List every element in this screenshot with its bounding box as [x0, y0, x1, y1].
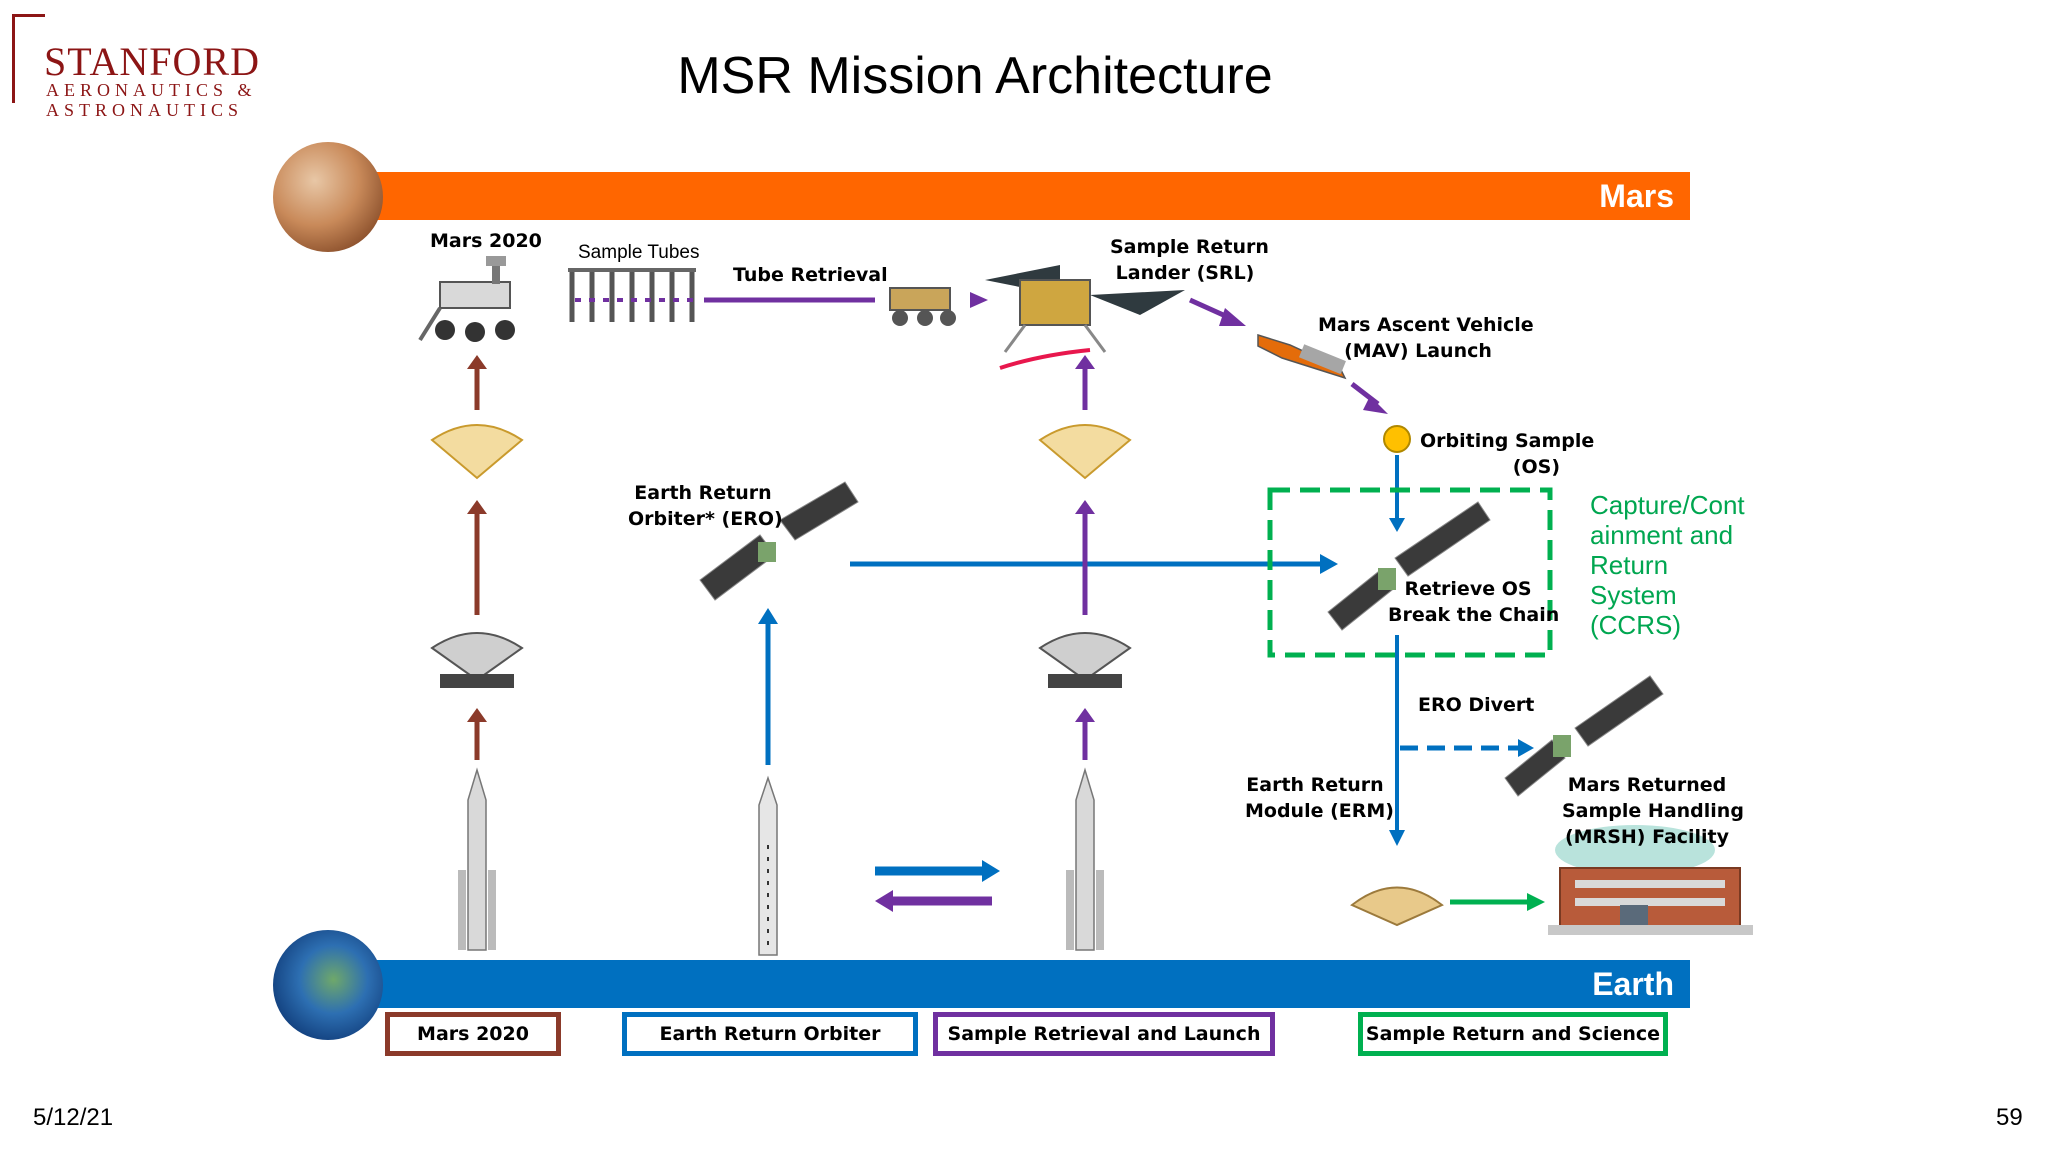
legend-earth-return-orbiter: Earth Return Orbiter — [622, 1012, 918, 1056]
label-ero: Earth Return Orbiter* (ERO) — [628, 480, 783, 532]
ero-rocket-icon — [758, 775, 778, 956]
mars-band: Mars — [360, 172, 1690, 220]
label-srl: Sample Return Lander (SRL) — [1110, 234, 1269, 286]
ero-satellite-icon — [699, 481, 859, 601]
mars2020-entry-capsule-icon — [430, 424, 524, 480]
logo-stanford: STANFORD — [44, 39, 260, 84]
label-ccrs-line4: System — [1590, 580, 1677, 610]
mars2020-cruise-stage-icon — [430, 632, 524, 688]
exchange-arrows — [875, 860, 1000, 912]
label-os-line2: (OS) — [1512, 456, 1560, 478]
label-srl-line2: Lander (SRL) — [1115, 262, 1255, 284]
label-ccrs: Capture/Cont ainment and Return System (… — [1590, 490, 1780, 640]
label-erm: Earth Return Module (ERM) — [1245, 772, 1394, 824]
mrsh-facility-icon — [1548, 825, 1753, 935]
label-mrsh-line2: Sample Handling — [1562, 800, 1744, 822]
srl-column — [1075, 355, 1095, 760]
label-erm-line1: Earth Return — [1246, 774, 1384, 796]
logo-line-2: ASTRONAUTICS — [46, 100, 244, 120]
label-ero-line1: Earth Return — [634, 482, 772, 504]
earth-entry-capsule-icon — [1350, 886, 1444, 927]
label-retrieve-line1: Retrieve OS — [1404, 578, 1532, 600]
sample-return-lander-icon — [985, 265, 1185, 370]
mars-planet-icon — [273, 142, 383, 252]
sample-tubes-icon — [568, 268, 700, 322]
label-mars2020: Mars 2020 — [430, 230, 542, 252]
label-sample-tubes: Sample Tubes — [578, 242, 700, 263]
earth-planet-icon — [273, 930, 383, 1040]
label-mrsh-line3: (MRSH) Facility — [1564, 826, 1730, 848]
legend-sample-return-science: Sample Return and Science — [1358, 1012, 1668, 1056]
label-mrsh: Mars Returned Sample Handling (MRSH) Fac… — [1562, 772, 1744, 850]
legend-sample-retrieval-launch: Sample Retrieval and Launch — [933, 1012, 1275, 1056]
logo-line-1: AERONAUTICS & — [46, 80, 257, 100]
earth-band: Earth — [360, 960, 1690, 1008]
label-srl-line1: Sample Return — [1110, 236, 1269, 258]
fetch-rover-icon — [889, 287, 956, 326]
label-ero-line2: Orbiter* (ERO) — [628, 508, 783, 530]
label-tube-retrieval: Tube Retrieval — [733, 264, 888, 286]
footer-date: 5/12/21 — [33, 1104, 114, 1131]
ero-column — [758, 554, 1338, 765]
label-retrieve-os: Retrieve OS Break the Chain — [1388, 576, 1560, 628]
page-title: MSR Mission Architecture — [677, 47, 1273, 105]
label-mav: Mars Ascent Vehicle (MAV) Launch — [1318, 312, 1534, 364]
label-mav-line1: Mars Ascent Vehicle — [1318, 314, 1534, 336]
mars2020-column — [467, 355, 487, 760]
label-retrieve-line2: Break the Chain — [1388, 604, 1560, 626]
srl-rocket-icon — [1066, 767, 1104, 951]
label-ccrs-line2: ainment and — [1590, 520, 1734, 550]
label-mav-line2: (MAV) Launch — [1344, 340, 1492, 362]
ccrs-dashed-box — [1267, 487, 1553, 658]
label-ero-divert: ERO Divert — [1418, 694, 1535, 716]
perseverance-rover-icon — [418, 256, 515, 342]
mav-rocket-icon — [1257, 333, 1347, 380]
label-os-line1: Orbiting Sample — [1420, 430, 1595, 452]
label-os: Orbiting Sample (OS) — [1420, 428, 1595, 480]
label-mrsh-line1: Mars Returned — [1567, 774, 1727, 796]
mars2020-rocket-icon — [458, 767, 496, 951]
logo-bracket — [12, 14, 45, 103]
orbiting-sample-icon — [1383, 425, 1411, 453]
srl-cruise-stage-icon — [1038, 632, 1132, 688]
footer-page-number: 59 — [1996, 1104, 2023, 1131]
label-ccrs-line1: Capture/Cont — [1590, 490, 1745, 520]
arrow-to-lander — [970, 292, 988, 308]
legend-mars2020: Mars 2020 — [385, 1012, 561, 1056]
label-ccrs-line5: (CCRS) — [1590, 610, 1681, 640]
diverted-satellite-icon — [1504, 675, 1664, 797]
ccrs-satellite-icon — [1327, 501, 1491, 631]
label-erm-line2: Module (ERM) — [1245, 800, 1394, 822]
label-ccrs-line3: Return — [1590, 550, 1669, 580]
srl-entry-capsule-icon — [1038, 424, 1132, 480]
